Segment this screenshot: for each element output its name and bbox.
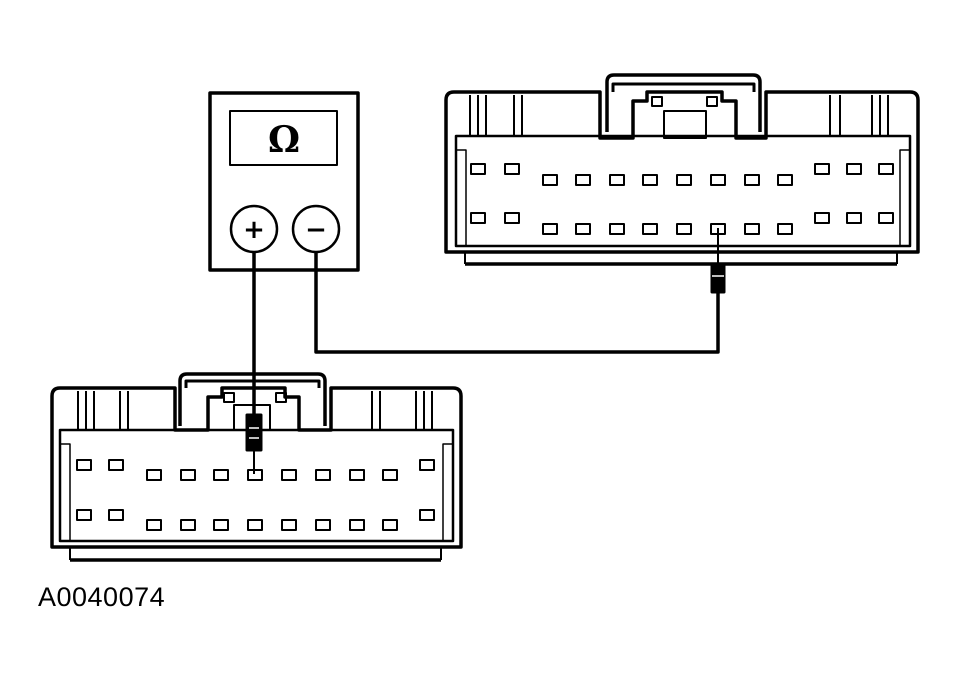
negative-lead-wire bbox=[314, 252, 720, 354]
connector-upper-right-pins bbox=[470, 163, 894, 235]
negative-terminal-label: − bbox=[305, 215, 327, 245]
connector-lower-left bbox=[50, 372, 463, 562]
figure-id: A0040074 bbox=[38, 582, 166, 612]
ohmmeter: Ω + − bbox=[208, 91, 360, 272]
meter-display bbox=[229, 110, 338, 166]
negative-probe bbox=[710, 228, 726, 294]
connector-lower-left-pins bbox=[76, 459, 435, 531]
ohm-symbol: Ω bbox=[268, 119, 300, 161]
positive-probe bbox=[245, 413, 263, 474]
connector-upper-right bbox=[444, 73, 920, 266]
positive-terminal-label: + bbox=[243, 215, 265, 245]
